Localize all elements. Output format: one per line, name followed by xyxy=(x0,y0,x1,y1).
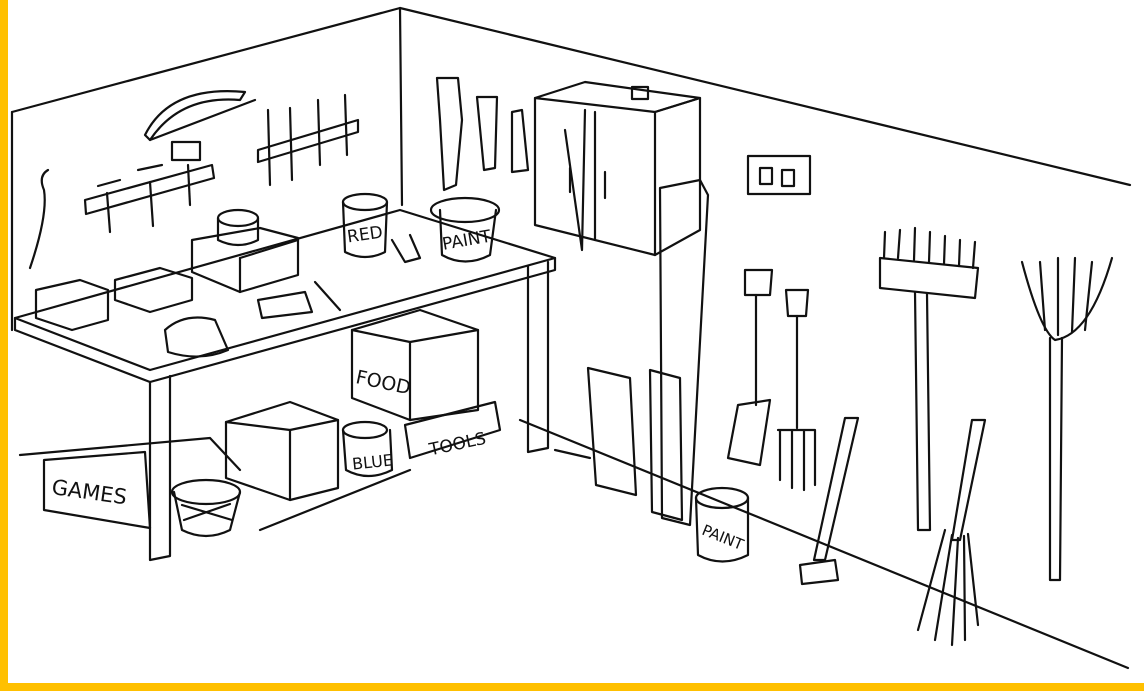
wall-cabinet-icon xyxy=(533,80,702,257)
wall-saws xyxy=(435,76,530,192)
paint-tin-floor xyxy=(694,486,750,563)
blue-tin-label: BLUE xyxy=(351,450,394,473)
planks-icon xyxy=(586,178,710,527)
broom-icon xyxy=(878,226,980,532)
pegboard-hammers-icon xyxy=(28,140,216,270)
garden-fork-icon xyxy=(776,288,817,492)
blue-paint-tin xyxy=(341,420,394,478)
basket-icon xyxy=(170,478,242,538)
bench-items xyxy=(34,192,501,358)
power-socket-icon xyxy=(746,154,812,196)
spade-icon xyxy=(726,268,774,467)
chisel-rack-icon xyxy=(256,93,360,187)
sledgehammer-icon xyxy=(798,416,860,586)
red-tin-label: RED xyxy=(346,223,384,248)
workbench xyxy=(13,208,557,562)
storage-boxes xyxy=(42,308,502,532)
hacksaw-icon xyxy=(143,90,257,142)
paper-background xyxy=(8,0,1144,683)
room-walls xyxy=(10,6,1132,670)
besom-broom-icon xyxy=(916,418,987,647)
rake-icon xyxy=(1020,256,1114,582)
